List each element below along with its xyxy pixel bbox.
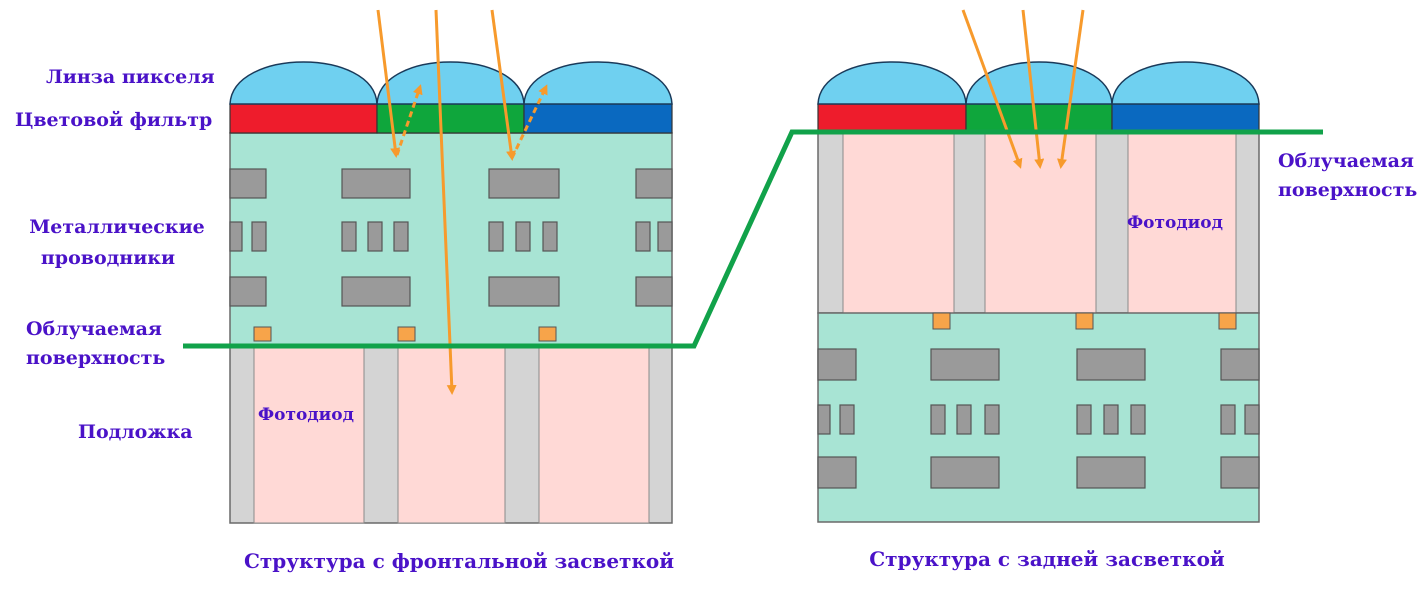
color-filter-red <box>817 103 967 134</box>
color-filter-blue <box>1111 103 1260 134</box>
photodiode-region <box>1127 132 1237 314</box>
caption-back-illuminated: Структура с задней засветкой <box>869 547 1225 571</box>
light-rays <box>961 9 1085 169</box>
metal-wiring <box>229 168 673 307</box>
label-irradiated-surface-right-line1: Облучаемая <box>1278 150 1414 172</box>
label-irradiated-surface-left-line2: поверхность <box>26 347 165 369</box>
pixel-lens <box>229 61 378 105</box>
label-substrate: Подложка <box>78 421 193 443</box>
pixel-lens <box>817 61 967 105</box>
light-rays <box>376 9 548 395</box>
label-metal-wiring-line2: проводники <box>41 247 175 269</box>
photodiode-region <box>538 346 650 524</box>
label-irradiated-surface-right-line2: поверхность <box>1278 179 1417 201</box>
pixel-lens <box>965 61 1113 105</box>
label-metal-wiring-line1: Металлические <box>29 216 205 238</box>
photodiode-region <box>842 132 955 314</box>
color-filter-blue <box>523 103 673 134</box>
color-filter-red <box>229 103 378 134</box>
color-filter-green <box>965 103 1113 134</box>
irradiated-surface-line <box>183 129 1323 349</box>
dielectric-layer <box>229 132 673 348</box>
back-illuminated-structure <box>817 9 1260 523</box>
photodiode-region <box>253 346 365 524</box>
dielectric-layer <box>817 312 1260 523</box>
contact-pads <box>932 312 1237 330</box>
metal-wiring <box>817 348 1260 489</box>
label-irradiated-surface-left-line1: Облучаемая <box>26 318 162 340</box>
front-illuminated-structure <box>229 9 673 524</box>
pixel-lens <box>523 61 673 105</box>
label-color-filter: Цветовой фильтр <box>15 109 212 131</box>
caption-front-illuminated: Структура с фронтальной засветкой <box>244 549 674 573</box>
label-photodiode-right: Фотодиод <box>1127 213 1223 233</box>
pixel-lens <box>1111 61 1260 105</box>
contact-pads <box>253 326 557 342</box>
label-pixel-lens: Линза пикселя <box>46 66 215 88</box>
label-photodiode-left: Фотодиод <box>258 405 354 425</box>
color-filter-green <box>376 103 525 134</box>
